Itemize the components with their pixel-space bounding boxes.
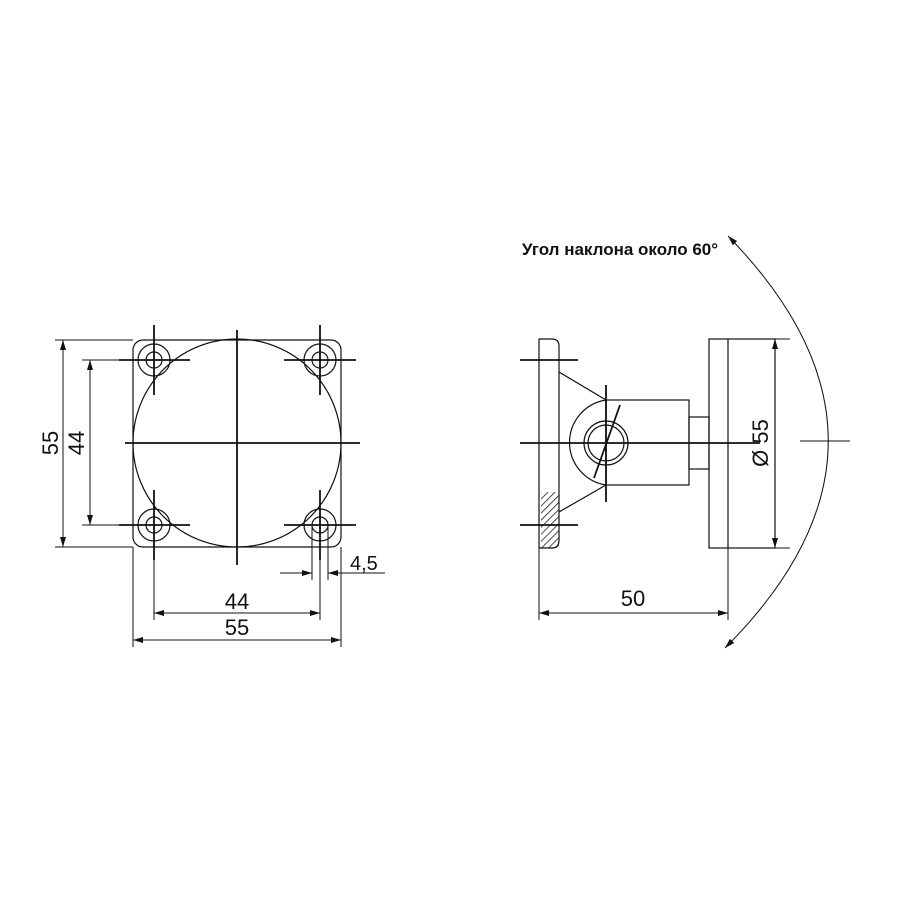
height-outer-label: 55 (38, 431, 63, 455)
center-lines (119, 325, 360, 565)
side-view (520, 235, 850, 649)
hole-diameter-label: 4,5 (350, 553, 378, 575)
dimension-lines (55, 339, 385, 647)
tilt-angle-label: Угол наклона около 60° (522, 240, 718, 259)
width-holes-label: 44 (225, 589, 249, 614)
front-view (55, 325, 385, 647)
depth-label: 50 (621, 586, 645, 611)
tilt-arc (724, 235, 829, 649)
height-holes-label: 44 (64, 431, 89, 455)
width-outer-label: 55 (225, 615, 249, 640)
